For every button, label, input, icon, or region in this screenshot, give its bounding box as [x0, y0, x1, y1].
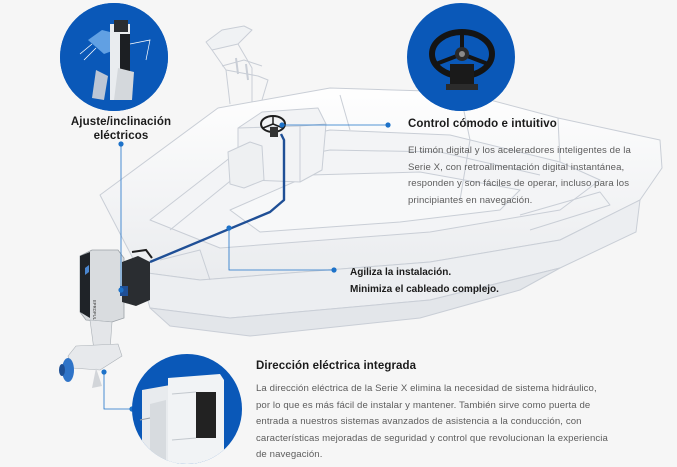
- tilt-title-line2: eléctricos: [93, 129, 149, 142]
- steering-title: Dirección eléctrica integrada: [256, 360, 417, 372]
- install-text: Agiliza la instalación. Minimiza el cabl…: [350, 264, 499, 298]
- tilt-detail-circle: [60, 3, 168, 111]
- wheel-detail-circle: [407, 3, 515, 111]
- motor-brand-text: EPROPULSION: [92, 300, 97, 330]
- install-line1: Agiliza la instalación.: [350, 267, 452, 278]
- steering-body: La dirección eléctrica de la Serie X eli…: [256, 383, 608, 460]
- steering-detail-circle: [132, 354, 242, 464]
- tilt-title-line1: Ajuste/inclinación: [70, 116, 172, 128]
- control-title: Control cómodo e intuitivo: [408, 118, 557, 130]
- tilt-title: Ajuste/inclinación eléctricos: [54, 116, 188, 143]
- steering-wheel-icon: [260, 115, 286, 137]
- boat-hull: [99, 25, 663, 337]
- install-line2: Minimiza el cableado complejo.: [350, 284, 499, 295]
- connector-lines: [103, 124, 388, 410]
- outboard-motor: EPROPULSION: [59, 248, 153, 388]
- control-body: El timón digital y los aceleradores inte…: [408, 145, 631, 206]
